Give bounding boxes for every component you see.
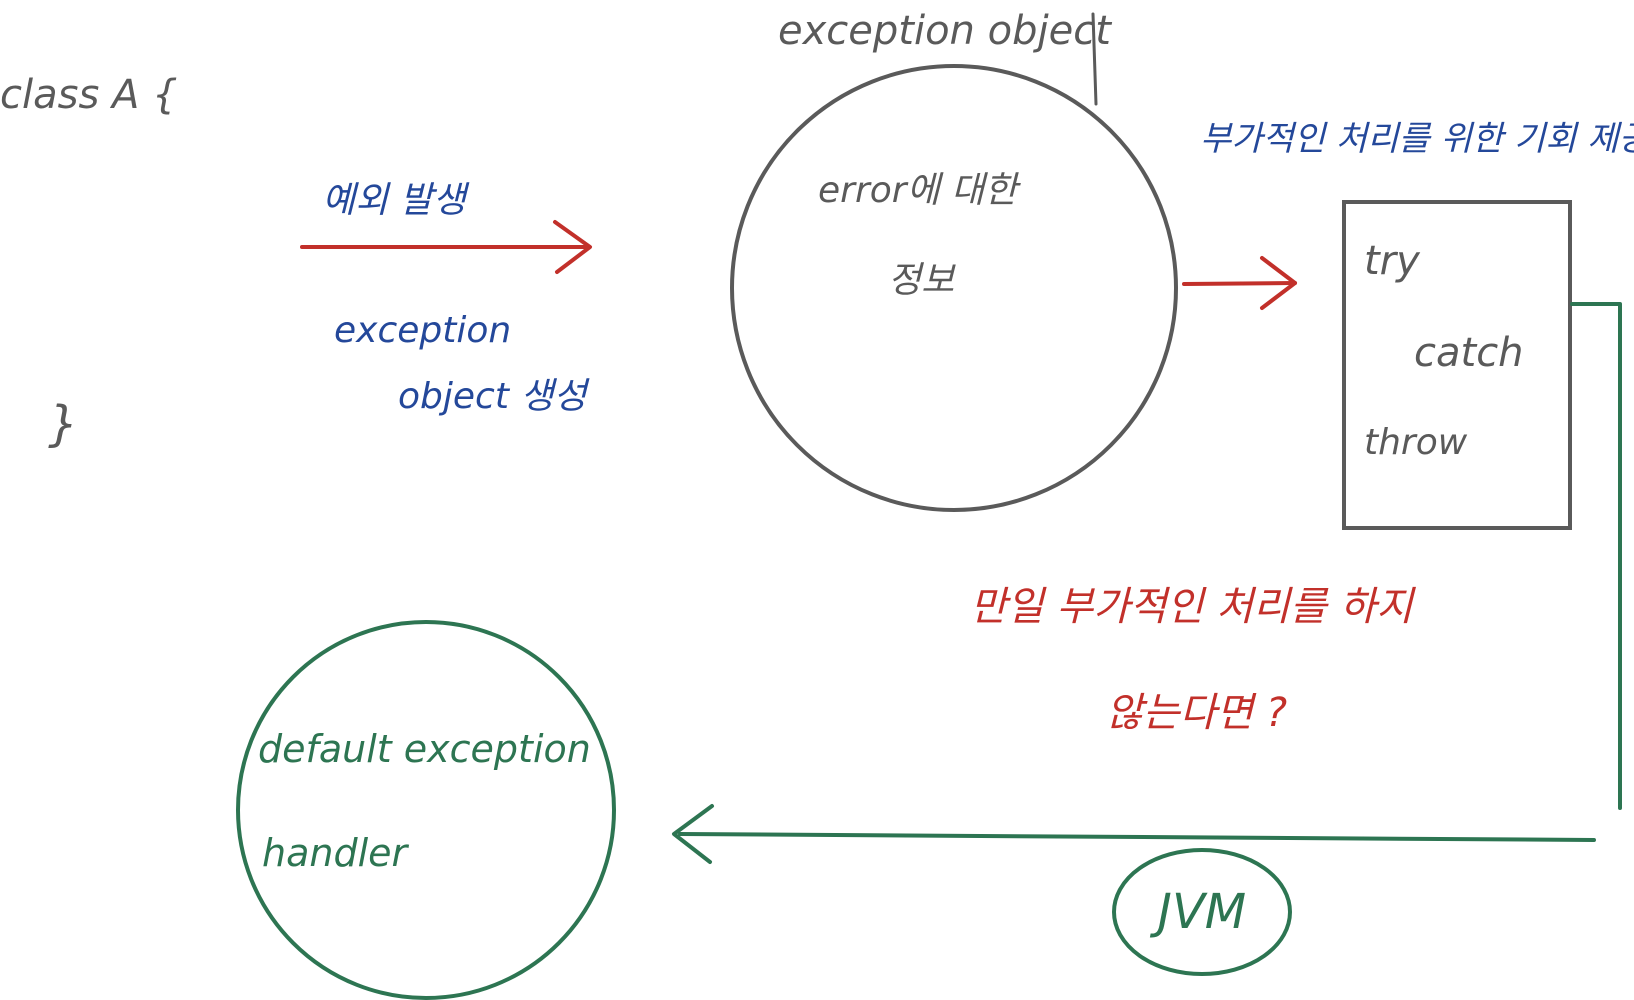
no-handling-question-line2: 않는다면 ?: [1106, 690, 1287, 736]
jvm-label: JVM: [1150, 884, 1246, 940]
class-closing-brace: }: [48, 396, 79, 452]
exception-raise-arrow: [300, 220, 592, 274]
exception-label: exception: [334, 310, 511, 351]
title-pointer-line: [1091, 12, 1098, 106]
no-handling-question-line1: 만일 부가적인 처리를 하지: [970, 584, 1416, 630]
exception-occurs-label: 예외 발생: [322, 180, 470, 221]
default-handler-circle: [236, 620, 616, 1000]
throw-keyword: throw: [1364, 422, 1468, 463]
exception-object-title: exception object: [778, 8, 1112, 54]
object-creation-label: object 생성: [398, 376, 590, 417]
try-catch-throw-box: [1342, 200, 1572, 530]
jvm-ellipse: [1112, 848, 1292, 976]
catch-keyword: catch: [1414, 330, 1524, 376]
try-keyword: try: [1364, 238, 1421, 284]
jvm-return-arrow: [672, 302, 1622, 864]
error-info-label-line2: 정보: [888, 260, 956, 301]
default-handler-label-line2: handler: [262, 831, 410, 875]
error-info-label-line1: error에 대한: [818, 170, 1021, 211]
extra-handling-title: 부가적인 처리를 위한 기회 제공: [1200, 119, 1634, 159]
to-handler-arrow: [1182, 256, 1297, 310]
default-handler-label-line1: default exception: [258, 727, 591, 771]
class-declaration-text: class A {: [0, 72, 178, 118]
exception-object-circle: [730, 64, 1178, 512]
